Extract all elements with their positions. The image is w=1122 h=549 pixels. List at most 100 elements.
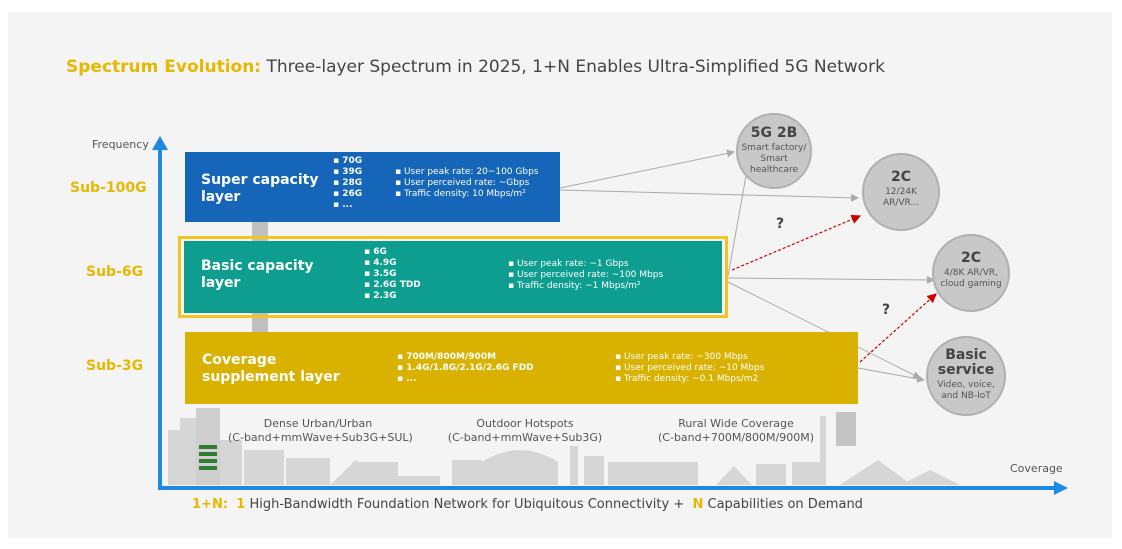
- super-capacity-layer: Super capacity layer 70G 39G 28G 26G ...…: [185, 152, 560, 222]
- super-layer-bands: 70G 39G 28G 26G ...: [333, 156, 362, 211]
- footer-n-text: Capabilities on Demand: [707, 497, 863, 512]
- super-layer-name: Super capacity layer: [201, 172, 318, 206]
- connector-basic-to-2b: [727, 175, 747, 277]
- service-sub-line: Smart factory/: [741, 143, 807, 153]
- band-item: 28G: [333, 178, 362, 189]
- dashed-arrow-basic-to-2c: [731, 214, 862, 271]
- basic-layer-bands: 6G 4.9G 3.5G 2.6G TDD 2.3G: [364, 247, 421, 302]
- footer-one: 1: [236, 497, 246, 512]
- scenario-bands: (C-band+mmWave+Sub3G): [447, 431, 603, 444]
- service-sub: Video, voice, and NB-IoT: [928, 380, 1004, 402]
- band-item: 1.4G/1.8G/2.1G/2.6G FDD: [397, 363, 533, 374]
- basic-layer-name-line1: Basic capacity: [201, 258, 314, 274]
- super-layer-name-line2: layer: [201, 189, 241, 205]
- coverage-axis: [158, 486, 1058, 490]
- coverage-layer-metrics: User peak rate: ~300 Mbps User perceived…: [615, 352, 764, 385]
- frequency-axis-arrowhead: [152, 136, 168, 150]
- metric-item: User perceived rate: ~10 Mbps: [615, 363, 764, 374]
- band-item: 26G: [333, 189, 362, 200]
- metric-item: User peak rate: ~300 Mbps: [615, 352, 764, 363]
- basic-layer-metrics: User peak rate: ~1 Gbps User perceived r…: [508, 259, 663, 292]
- coverage-layer-bands: 700M/800M/900M 1.4G/1.8G/2.1G/2.6G FDD .…: [397, 352, 534, 385]
- footer-caption: 1+N: 1 High-Bandwidth Foundation Network…: [192, 497, 863, 512]
- frequency-axis-label: Frequency: [92, 138, 149, 151]
- scenario-bands: (C-band+700M/800M/900M): [658, 431, 814, 444]
- service-sub-line: Video, voice,: [937, 380, 995, 390]
- band-item: 4.9G: [364, 258, 421, 269]
- metric-item: User peak rate: 20~100 Gbps: [395, 167, 539, 178]
- layer-stack-connector-lower: [252, 313, 268, 335]
- service-circle-2c-xr: 2C 12/24K AR/VR...: [862, 153, 940, 231]
- band-item: 39G: [333, 167, 362, 178]
- service-sub-line: and NB-IoT: [941, 391, 991, 401]
- service-circle-basic: Basic service Video, voice, and NB-IoT: [926, 336, 1006, 416]
- service-title: 5G 2B: [750, 125, 798, 141]
- service-circle-5g-2b: 5G 2B Smart factory/ Smart healthcare: [736, 113, 812, 189]
- service-sub-line: 12/24K: [885, 187, 917, 197]
- metric-item: User peak rate: ~1 Gbps: [508, 259, 663, 270]
- metric-item: Traffic density: 10 Mbps/m²: [395, 189, 538, 200]
- service-sub-line: cloud gaming: [940, 279, 1002, 289]
- band-label-sub3g: Sub-3G: [86, 358, 144, 374]
- question-mark-lower: ?: [882, 302, 891, 318]
- coverage-layer-name-line1: Coverage: [202, 352, 277, 368]
- scenario-rural-wide-coverage: Rural Wide Coverage (C-band+700M/800M/90…: [646, 417, 826, 445]
- metric-item: Traffic density: ~1 Mbps/m²: [508, 281, 663, 292]
- service-sub: 4/8K AR/VR, cloud gaming: [934, 268, 1008, 290]
- service-title: 2C: [890, 169, 911, 185]
- coverage-layer-name-line2: supplement layer: [202, 369, 340, 385]
- band-item: ...: [333, 200, 362, 211]
- super-layer-name-line1: Super capacity: [201, 172, 319, 188]
- band-item: 700M/800M/900M: [397, 352, 534, 363]
- super-layer-metrics: User peak rate: 20~100 Gbps User perceiv…: [395, 167, 539, 200]
- scenario-name: Dense Urban/Urban: [263, 417, 373, 430]
- service-sub: 12/24K AR/VR...: [864, 187, 938, 209]
- metric-item: Traffic density: ~0.1 Mbps/m2: [615, 374, 764, 385]
- footer-prefix: 1+N:: [192, 497, 229, 512]
- slide-title: Spectrum Evolution: Three-layer Spectrum…: [66, 57, 885, 77]
- connector-basic-to-2c: [727, 275, 935, 284]
- coverage-axis-arrowhead: [1054, 481, 1068, 495]
- metric-item: User perceived rate: ~100 Mbps: [508, 270, 663, 281]
- basic-layer-name: Basic capacity layer: [201, 258, 314, 292]
- title-accent: Spectrum Evolution:: [66, 57, 262, 77]
- scenario-name: Rural Wide Coverage: [678, 417, 794, 430]
- coverage-layer-name: Coverage supplement layer: [202, 352, 340, 386]
- band-label-sub6g: Sub-6G: [86, 264, 144, 280]
- service-sub-line: healthcare: [750, 165, 798, 175]
- band-item: 6G: [364, 247, 421, 258]
- scenario-name: Outdoor Hotspots: [476, 417, 574, 430]
- service-title-line: service: [937, 362, 995, 378]
- server-rack-icon: [199, 445, 217, 470]
- metric-item: User perceived rate: ~Gbps: [395, 178, 538, 189]
- band-item: 2.3G: [364, 291, 421, 302]
- service-title: Basic service: [928, 348, 1004, 378]
- title-text: Three-layer Spectrum in 2025, 1+N Enable…: [261, 57, 885, 77]
- band-item: 70G: [333, 156, 362, 167]
- coverage-supplement-layer: Coverage supplement layer 700M/800M/900M…: [185, 332, 858, 404]
- footer-n: N: [692, 497, 704, 512]
- service-title-line: Basic: [945, 347, 987, 363]
- footer-one-text: High-Bandwidth Foundation Network for Ub…: [249, 497, 685, 512]
- band-item: ...: [397, 374, 534, 385]
- dashed-arrow-coverage-to-2c: [859, 293, 937, 363]
- service-sub: Smart factory/ Smart healthcare: [738, 143, 810, 176]
- scenario-outdoor-hotspots: Outdoor Hotspots (C-band+mmWave+Sub3G): [440, 417, 610, 445]
- scenario-bands: (C-band+mmWave+Sub3G+SUL): [228, 431, 413, 444]
- scenario-dense-urban: Dense Urban/Urban (C-band+mmWave+Sub3G+S…: [228, 417, 413, 445]
- service-circle-2c-gaming: 2C 4/8K AR/VR, cloud gaming: [932, 234, 1010, 312]
- connector-coverage-to-basic-service: [857, 367, 925, 383]
- basic-layer-name-line2: layer: [201, 275, 241, 291]
- frequency-axis: [158, 148, 162, 490]
- basic-layer-highlight: [178, 236, 728, 318]
- service-title: 2C: [960, 250, 981, 266]
- band-label-sub100g: Sub-100G: [70, 180, 147, 196]
- question-mark-upper: ?: [776, 216, 785, 232]
- service-sub-line: AR/VR...: [882, 198, 920, 208]
- connector-super-to-2b: [559, 149, 735, 189]
- coverage-axis-label: Coverage: [1010, 462, 1063, 475]
- band-item: 2.6G TDD: [364, 280, 421, 291]
